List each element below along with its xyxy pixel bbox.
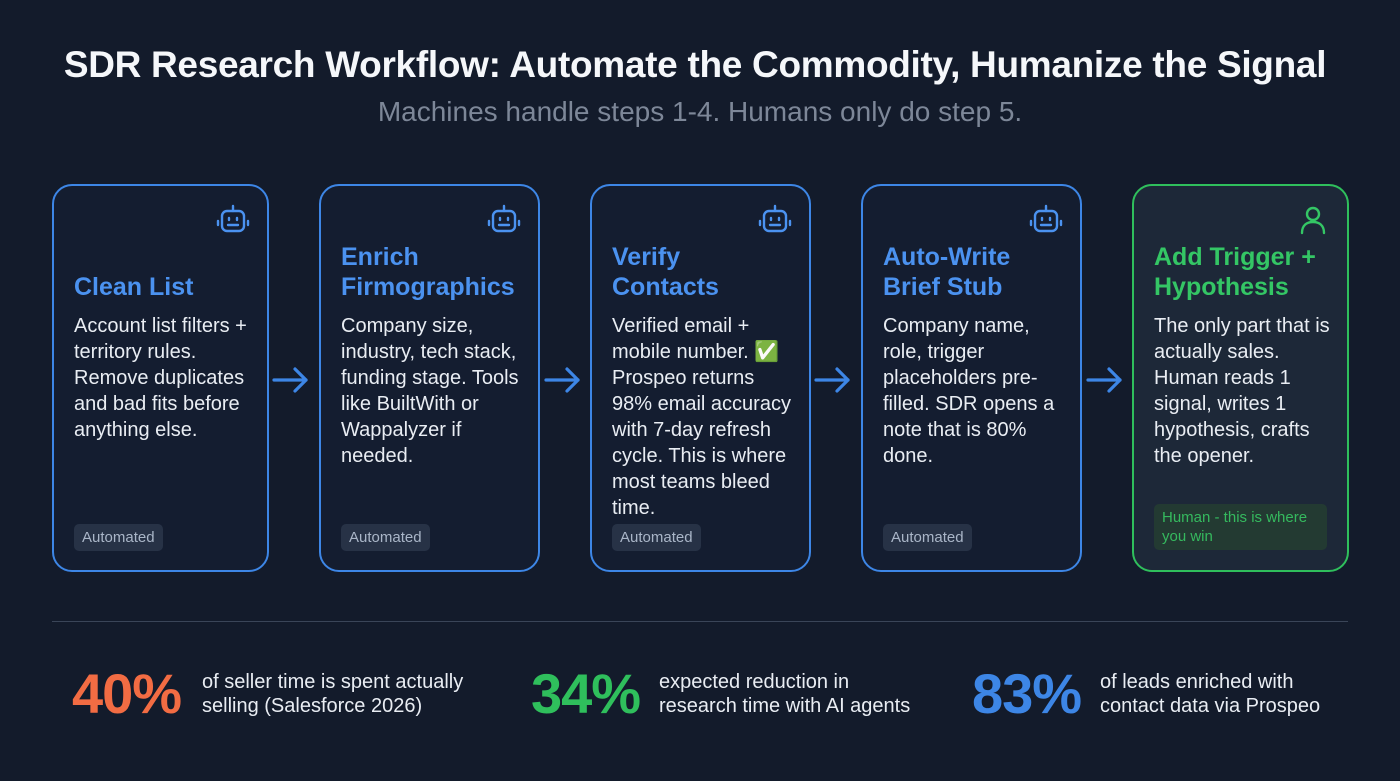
arrow-right-icon xyxy=(814,367,850,393)
arrow-right-icon xyxy=(272,367,308,393)
arrow-right-icon xyxy=(544,367,580,393)
step-description: Account list filters + territory rules. … xyxy=(74,315,247,441)
status-badge: Automated xyxy=(883,524,972,551)
stat-description: of leads enriched with contact data via … xyxy=(1100,671,1321,717)
step-description: Verified email + mobile number. ✅ Prospe… xyxy=(612,315,791,519)
step-card-clean-list: Clean List Account list filters + territ… xyxy=(52,184,269,572)
robot-icon xyxy=(1029,204,1063,233)
step-description: Company size, industry, tech stack, fund… xyxy=(341,315,519,467)
step-heading: Add Trigger + Hypothesis xyxy=(1154,243,1316,301)
status-badge: Automated xyxy=(341,524,430,551)
step-card-auto-write-brief: Auto-Write Brief Stub Company name, role… xyxy=(861,184,1082,572)
step-heading: Verify Contacts xyxy=(612,243,719,301)
status-badge: Automated xyxy=(74,524,163,551)
stat-value: 34% xyxy=(531,662,641,725)
step-card-enrich-firmographics: Enrich Firmographics Company size, indus… xyxy=(319,184,540,572)
step-card-add-trigger-hypothesis: Add Trigger + Hypothesis The only part t… xyxy=(1132,184,1349,572)
page-subtitle: Machines handle steps 1-4. Humans only d… xyxy=(377,96,1023,127)
status-badge: Human - this is where you win xyxy=(1154,504,1327,550)
stat-value: 83% xyxy=(972,662,1082,725)
step-description: The only part that is actually sales. Hu… xyxy=(1154,315,1330,467)
stat-description: expected reduction in research time with… xyxy=(659,671,911,717)
robot-icon xyxy=(216,204,250,233)
stat-value: 40% xyxy=(72,662,182,725)
stat-description: of seller time is spent actually selling… xyxy=(202,671,464,717)
step-heading: Clean List xyxy=(74,273,194,301)
step-card-verify-contacts: Verify Contacts Verified email + mobile … xyxy=(590,184,811,572)
step-heading: Auto-Write Brief Stub xyxy=(883,243,1011,301)
page-title: SDR Research Workflow: Automate the Comm… xyxy=(63,44,1327,85)
step-description: Company name, role, trigger placeholders… xyxy=(883,315,1055,467)
robot-icon xyxy=(487,204,521,233)
status-badge: Automated xyxy=(612,524,701,551)
person-icon xyxy=(1300,206,1326,235)
robot-icon xyxy=(758,204,792,233)
arrow-right-icon xyxy=(1086,367,1122,393)
step-heading: Enrich Firmographics xyxy=(341,243,515,301)
divider xyxy=(52,621,1348,622)
